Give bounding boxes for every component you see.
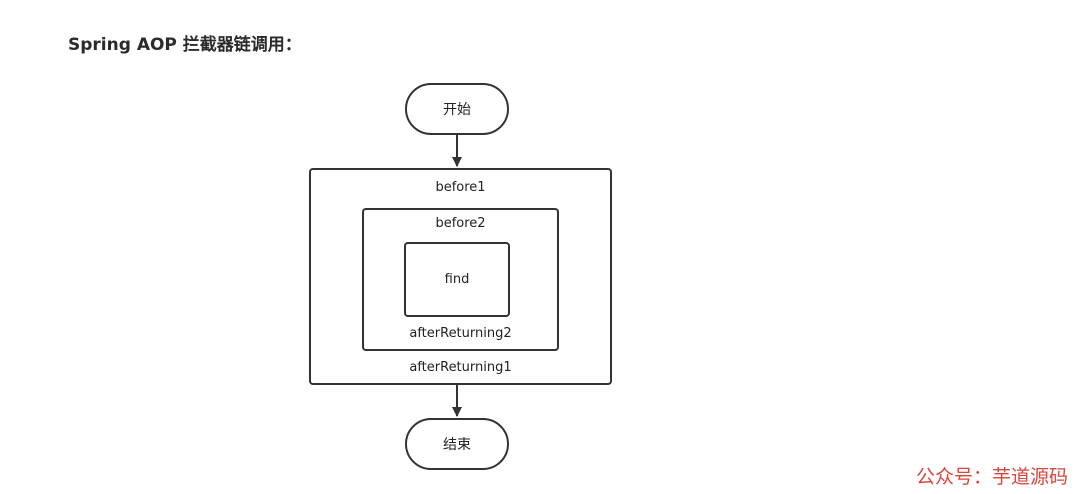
before1-label: before1 [435, 180, 486, 195]
core-method-box: find [404, 242, 510, 317]
afterreturning1-label: afterReturning1 [409, 360, 512, 375]
afterreturning2-label: afterReturning2 [409, 326, 512, 341]
watermark: 公众号：芋道源码 [915, 466, 1068, 488]
before2-label: before2 [435, 216, 486, 231]
start-node: 开始 [405, 83, 509, 135]
find-label: find [444, 272, 470, 287]
end-node: 结束 [405, 418, 509, 470]
start-label: 开始 [443, 102, 471, 118]
end-label: 结束 [443, 437, 471, 453]
page-title: Spring AOP 拦截器链调用： [68, 35, 302, 55]
